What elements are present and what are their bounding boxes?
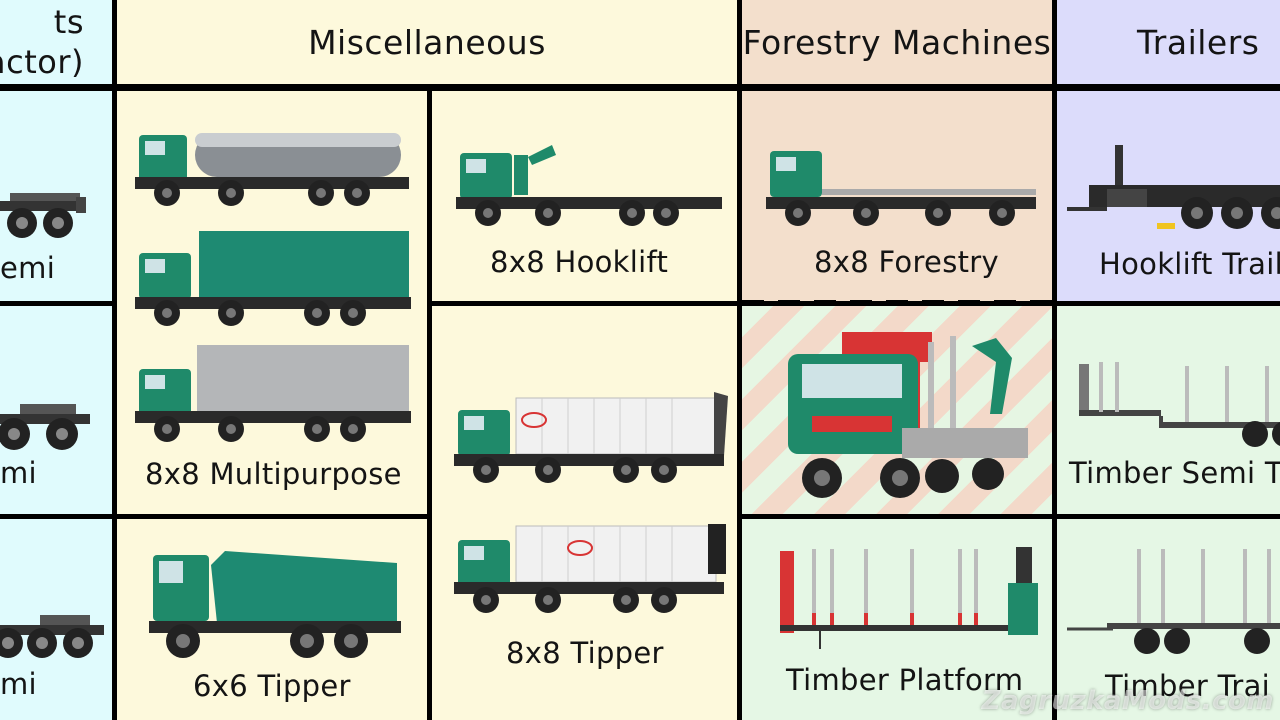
tanker-truck-icon: [135, 133, 409, 206]
box-truck-gray-icon: [135, 345, 411, 442]
dashed-divider: [742, 300, 1052, 306]
hooklift-cell: 8x8 Hooklift: [432, 91, 737, 301]
semi-label-2: mi: [0, 456, 37, 490]
tipper6x6-label: 6x6 Tipper: [193, 669, 351, 703]
header-miscellaneous: Miscellaneous: [117, 0, 737, 84]
box-truck-green-icon: [135, 231, 411, 326]
refuse-truck-icon: [454, 392, 728, 483]
tipper8x8-cell: 8x8 Tipper: [432, 306, 737, 720]
tipper8x8-label: 8x8 Tipper: [506, 636, 664, 670]
tractor-cell-3: mi: [0, 519, 112, 720]
tipper-truck-icon: [149, 551, 401, 658]
forestry-label: 8x8 Forestry: [814, 245, 999, 279]
semi-label-1: emi: [0, 251, 56, 285]
timber-trailer-icon: [1067, 549, 1280, 654]
timber-platform-cell: Timber Platform: [742, 519, 1052, 720]
timber-trailer-cell: Timber Trai: [1057, 519, 1280, 720]
tractor-unit-icon: [0, 615, 104, 658]
hooklift-truck-icon: [456, 145, 722, 226]
timber-semi-trailer-icon: [1079, 362, 1280, 447]
header-trailers: Trailers: [1057, 0, 1280, 84]
watermark: ZagruzkaMods.com: [981, 686, 1274, 716]
header-trailers-label: Trailers: [1137, 22, 1260, 62]
crane-truck-cell: [742, 306, 1052, 514]
tractor-unit-icon: [0, 404, 90, 450]
hooklift-trailer-cell: Hooklift Trail: [1057, 91, 1280, 301]
semi-label-3: mi: [0, 667, 37, 701]
hooklift-trailer-icon: [1067, 145, 1280, 229]
crane-truck-icon: [788, 332, 1028, 498]
timber-platform-label: Timber Platform: [786, 663, 1024, 697]
tractor-cell-1: emi: [0, 91, 112, 301]
refuse-truck-icon: [454, 524, 726, 613]
hooklift-label: 8x8 Hooklift: [490, 245, 669, 279]
header-tractors-label: ts actor): [0, 3, 84, 81]
tipper6x6-cell: 6x6 Tipper: [117, 519, 427, 720]
timber-semi-cell: Timber Semi Tr: [1057, 306, 1280, 514]
header-forestry-label: Forestry Machines: [742, 22, 1052, 62]
dashed-divider: [742, 514, 1052, 519]
header-tractors: ts actor): [0, 0, 112, 84]
tractor-unit-icon: [0, 193, 86, 238]
header-forestry: Forestry Machines: [742, 0, 1052, 84]
multipurpose-cell: 8x8 Multipurpose: [117, 91, 427, 514]
forestry-cell: 8x8 Forestry: [742, 91, 1052, 301]
header-misc-label: Miscellaneous: [308, 22, 546, 62]
timber-platform-icon: [780, 547, 1038, 649]
forestry-truck-icon: [766, 151, 1036, 226]
hooklift-trailer-label: Hooklift Trail: [1099, 247, 1280, 281]
tractor-cell-2: mi: [0, 306, 112, 514]
timber-trailer-label: Timber Trai: [1105, 669, 1271, 703]
multipurpose-label: 8x8 Multipurpose: [145, 457, 402, 491]
timber-semi-label: Timber Semi Tr: [1069, 456, 1280, 490]
